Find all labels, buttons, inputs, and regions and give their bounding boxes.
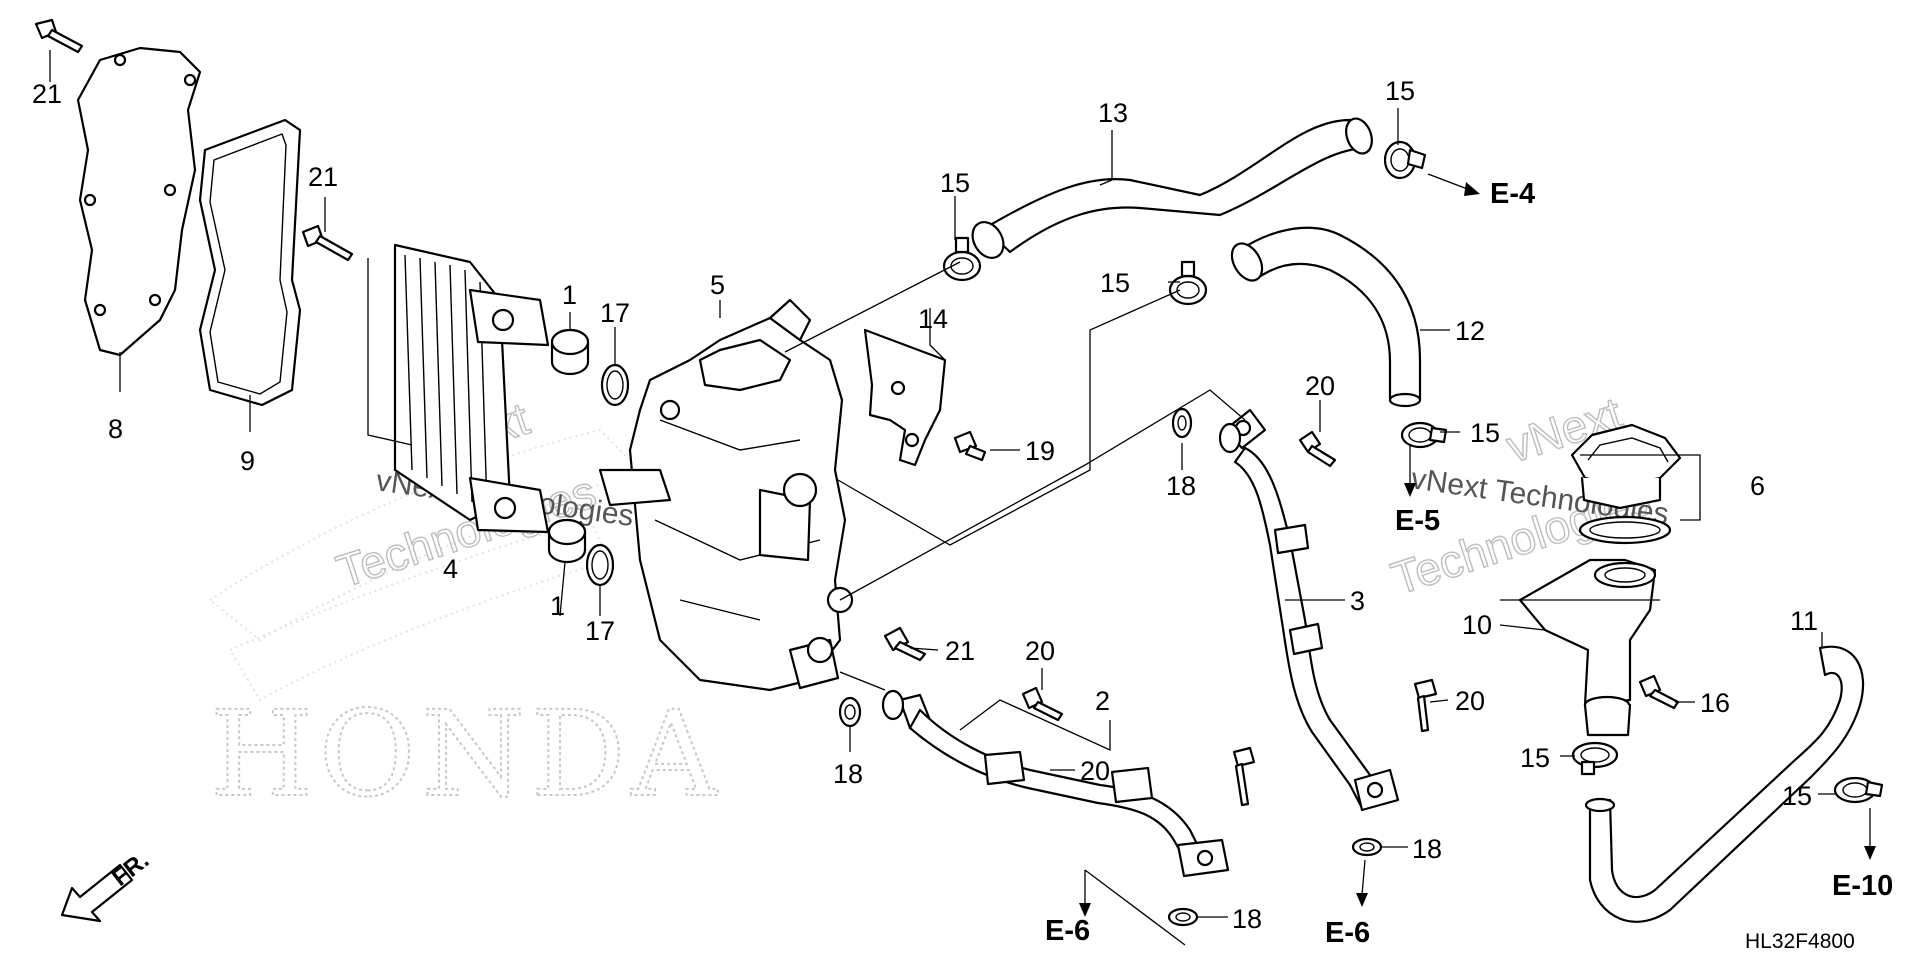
part-13-upper-hose[interactable] bbox=[966, 115, 1376, 263]
callout-5: 5 bbox=[710, 270, 725, 300]
callout-10: 10 bbox=[1462, 610, 1492, 640]
ref-e5: E-5 bbox=[1395, 505, 1440, 537]
part-12-hose[interactable] bbox=[1226, 226, 1422, 408]
part-18-washer-4[interactable] bbox=[1351, 837, 1383, 857]
callout-1: 1 bbox=[562, 280, 577, 310]
part-20-bolt-1[interactable] bbox=[1298, 430, 1337, 468]
callout-12: 12 bbox=[1455, 316, 1485, 346]
part-15-clamp-3[interactable] bbox=[1383, 140, 1427, 180]
callout-13: 13 bbox=[1098, 98, 1128, 128]
callout-20: 20 bbox=[1455, 686, 1485, 716]
callout-4: 4 bbox=[443, 554, 458, 584]
callout-15: 15 bbox=[1782, 781, 1812, 811]
ref-e4: E-4 bbox=[1490, 178, 1535, 210]
callout-20: 20 bbox=[1025, 636, 1055, 666]
callout-17: 17 bbox=[600, 298, 630, 328]
part-15-clamp-5[interactable] bbox=[1571, 741, 1619, 776]
callout-2: 2 bbox=[1095, 686, 1110, 716]
callout-16: 16 bbox=[1700, 688, 1730, 718]
diagram-code: HL32F4800 bbox=[1745, 930, 1855, 953]
part-18-washer-3[interactable] bbox=[1167, 907, 1199, 927]
callout-18: 18 bbox=[1232, 904, 1262, 934]
callout-21: 21 bbox=[32, 79, 62, 109]
callout-8: 8 bbox=[108, 414, 123, 444]
part-21-bolt-top-left[interactable] bbox=[34, 18, 84, 54]
ref-e6: E-6 bbox=[1045, 915, 1090, 947]
part-2-oil-pipe[interactable] bbox=[881, 689, 1230, 878]
part-3-oil-pipe[interactable] bbox=[1218, 408, 1400, 812]
part-20-bolt-3[interactable] bbox=[1232, 746, 1256, 807]
part-18-washer-2[interactable] bbox=[838, 696, 862, 728]
part-17-oring-upper[interactable] bbox=[600, 363, 630, 407]
reference-labels: E-4 E-5 E-6 E-6 E-10 bbox=[1045, 178, 1893, 949]
ref-e10: E-10 bbox=[1832, 870, 1893, 902]
part-15-clamp-4[interactable] bbox=[1400, 421, 1448, 449]
callout-3: 3 bbox=[1350, 586, 1365, 616]
part-10-filler-neck[interactable] bbox=[1518, 558, 1657, 737]
callout-21: 21 bbox=[308, 162, 338, 192]
part-21-bolt-right[interactable] bbox=[883, 626, 927, 662]
part-21-bolt-left[interactable] bbox=[301, 224, 354, 262]
part-4-oil-cooler[interactable] bbox=[393, 243, 550, 534]
callout-14: 14 bbox=[918, 304, 948, 334]
front-direction-arrow: FR. bbox=[60, 847, 154, 923]
part-5-oil-cooler-housing[interactable] bbox=[598, 298, 854, 692]
callout-20: 20 bbox=[1080, 756, 1110, 786]
callout-15: 15 bbox=[1100, 268, 1130, 298]
callout-18: 18 bbox=[833, 759, 863, 789]
part-20-bolt-4[interactable] bbox=[1413, 678, 1438, 733]
callout-1: 1 bbox=[550, 591, 565, 621]
callout-18: 18 bbox=[1412, 834, 1442, 864]
part-6-filler-cap[interactable] bbox=[1570, 423, 1682, 545]
part-15-clamp-2[interactable] bbox=[1168, 260, 1208, 306]
callout-labels: 21 8 9 21 4 1 17 1 17 5 14 15 13 15 15 1… bbox=[32, 76, 1818, 934]
callout-11: 11 bbox=[1790, 606, 1818, 636]
part-15-clamp-6[interactable] bbox=[1833, 776, 1884, 804]
ref-arrows bbox=[1079, 173, 1876, 946]
part-17-oring-lower[interactable] bbox=[585, 543, 615, 587]
callout-15: 15 bbox=[1520, 743, 1550, 773]
leader-4 bbox=[367, 258, 413, 446]
callout-15: 15 bbox=[1470, 418, 1500, 448]
part-8-cover-plate[interactable] bbox=[76, 46, 202, 357]
part-1-collar-lower[interactable] bbox=[547, 518, 587, 564]
callout-19: 19 bbox=[1025, 436, 1055, 466]
part-16-bolt[interactable] bbox=[1638, 674, 1680, 710]
callout-20: 20 bbox=[1305, 371, 1335, 401]
ref-e6: E-6 bbox=[1325, 917, 1370, 949]
callout-18: 18 bbox=[1166, 471, 1196, 501]
part-19-bolt[interactable] bbox=[953, 430, 987, 462]
honda-brand-watermark: HONDA bbox=[210, 685, 723, 823]
callout-6: 6 bbox=[1750, 471, 1765, 501]
part-1-collar-upper[interactable] bbox=[550, 328, 590, 376]
callout-9: 9 bbox=[240, 446, 255, 476]
part-11-hose[interactable] bbox=[1584, 645, 1865, 923]
part-14-bracket[interactable] bbox=[863, 328, 947, 467]
part-18-washer-1[interactable] bbox=[1171, 407, 1193, 439]
callout-21: 21 bbox=[945, 636, 975, 666]
part-20-bolt-2[interactable] bbox=[1021, 686, 1064, 722]
part-9-gasket[interactable] bbox=[198, 118, 302, 407]
leader-lines bbox=[49, 50, 1835, 918]
part-15-clamp-1[interactable] bbox=[942, 236, 982, 282]
callout-15: 15 bbox=[1385, 76, 1415, 106]
callout-15: 15 bbox=[940, 168, 970, 198]
callout-17: 17 bbox=[585, 616, 615, 646]
